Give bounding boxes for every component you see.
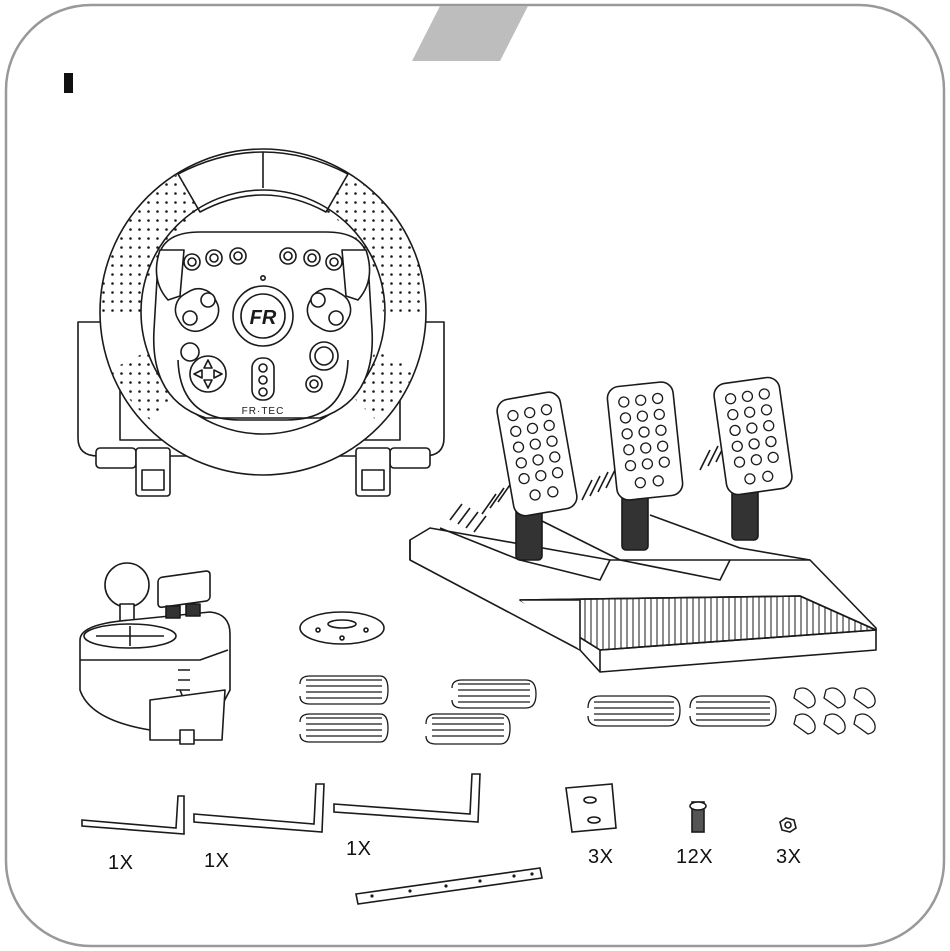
hub-logo: FR xyxy=(250,307,277,329)
pedal-right xyxy=(713,376,794,496)
qty-nut: 3X xyxy=(776,846,801,869)
wrench-small xyxy=(82,796,184,834)
cable-bundles xyxy=(300,676,776,744)
qty-wrench-small: 1X xyxy=(108,852,133,875)
steering-wheel: FR FR·TEC xyxy=(78,149,444,496)
bolt xyxy=(690,802,706,832)
wrench-large xyxy=(334,774,480,822)
wheel-clamp-left xyxy=(136,448,170,496)
frame-tab xyxy=(412,6,528,61)
qty-bolt: 12X xyxy=(676,846,713,869)
qty-wrench-medium: 1X xyxy=(204,850,229,873)
mount-plate xyxy=(300,612,384,644)
qty-plate: 3X xyxy=(588,846,613,869)
bracket-plate xyxy=(566,784,616,832)
qty-wrench-large: 1X xyxy=(346,838,371,861)
shifter-knob xyxy=(105,563,149,607)
allen-wrenches xyxy=(82,774,480,834)
mounting-strip xyxy=(356,868,542,904)
cable-6 xyxy=(690,696,776,726)
section-marker xyxy=(64,73,73,93)
cable-1 xyxy=(300,676,388,704)
cable-clips xyxy=(794,688,875,734)
pedal-left xyxy=(495,390,579,517)
wheel-clamp-right xyxy=(356,448,390,496)
cable-4 xyxy=(426,714,510,744)
cable-2 xyxy=(300,714,388,742)
cable-5 xyxy=(588,696,680,726)
gear-shifter xyxy=(80,563,230,744)
nut xyxy=(780,818,796,832)
pedal-set xyxy=(410,376,876,672)
cable-3 xyxy=(452,680,536,708)
wheel-logo: FR·TEC xyxy=(242,406,285,417)
wrench-medium xyxy=(194,784,324,832)
